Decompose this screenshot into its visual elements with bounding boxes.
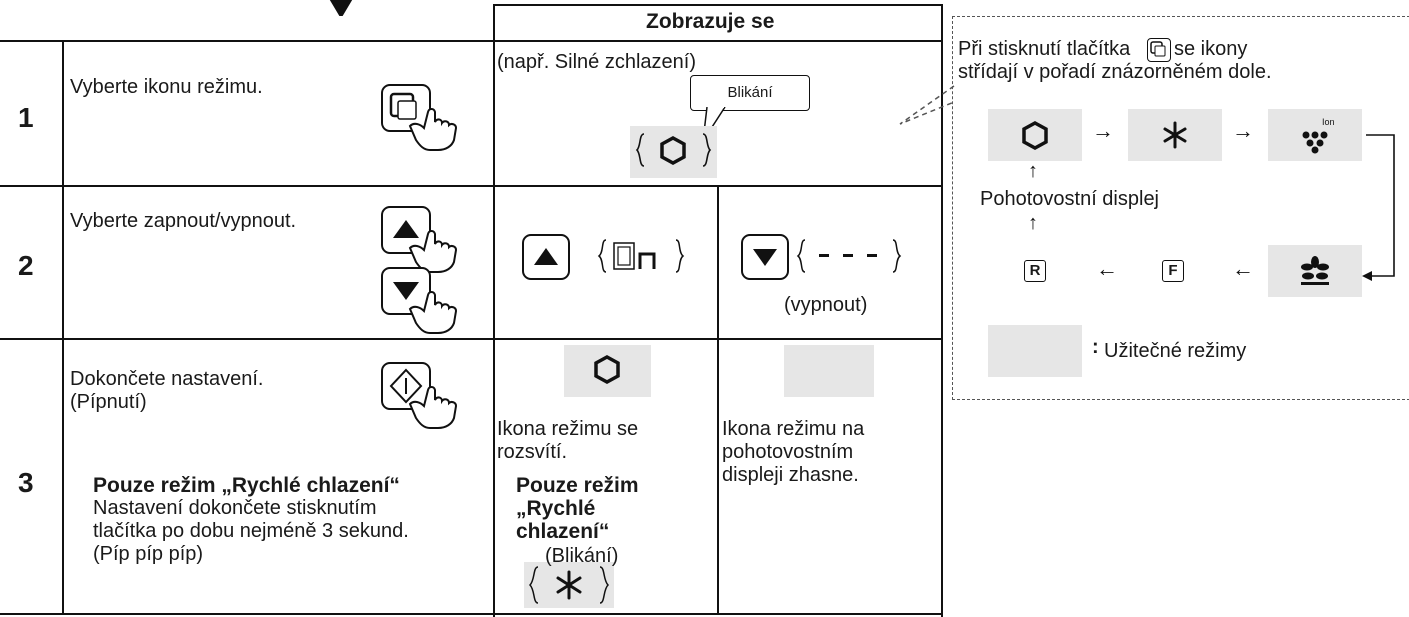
up-button[interactable] xyxy=(381,206,431,254)
step-number-3: 3 xyxy=(18,467,34,498)
f-mode-icon: F xyxy=(1162,260,1184,282)
quick-display-1: Pouze režim xyxy=(516,474,639,497)
callout-text-1a: Při stisknutí tlačítka xyxy=(958,38,1131,60)
quick-display-2: „Rychlé xyxy=(516,497,596,520)
blink-bubble: Blikání xyxy=(690,75,810,111)
callout-text-2: střídají v pořadí znázorněném dole. xyxy=(958,61,1272,83)
cycle-connector xyxy=(1362,134,1395,281)
snowflake-blink-icon xyxy=(528,566,610,604)
legend-swatch xyxy=(988,325,1082,377)
down-triangle-icon xyxy=(753,249,777,266)
step-1-example: (např. Silné zchlazení) xyxy=(497,51,696,73)
right-arrow-icon: → xyxy=(1232,118,1254,143)
mode-cycle-callout xyxy=(952,16,1409,400)
instruction-table xyxy=(0,4,943,617)
off-display xyxy=(795,236,905,276)
r-mode-icon: R xyxy=(1024,260,1046,282)
strong-cooling-display xyxy=(630,126,717,178)
hand-pointer-icon xyxy=(408,230,458,273)
left-arrow-icon: ← xyxy=(1232,256,1254,281)
off-text-1: Ikona režimu na xyxy=(722,418,865,440)
up-arrow-icon: ↑ xyxy=(1028,212,1038,234)
quick-cooling-text-2: tlačítka po dobu nejméně 3 sekund. xyxy=(93,520,409,542)
title-fragment xyxy=(329,0,353,16)
mode-ion: Ion xyxy=(1268,109,1362,161)
mode-plant xyxy=(1268,245,1362,297)
hexagon-icon xyxy=(594,355,620,384)
hand-pointer-icon xyxy=(408,386,458,429)
mode-button-icon xyxy=(1147,38,1171,62)
hexagon-blink-icon xyxy=(635,133,712,167)
off-text-3: displeji zhasne. xyxy=(722,464,859,486)
step-1-instruction: Vyberte ikonu režimu. xyxy=(70,76,263,98)
confirm-button[interactable] xyxy=(381,362,431,410)
hand-pointer-icon xyxy=(408,291,458,334)
standby-label: Pohotovostní displej xyxy=(980,188,1160,210)
step-3-instruction: Dokončete nastavení. xyxy=(70,368,264,390)
shows-header: Zobrazuje se xyxy=(646,10,775,33)
up-button-display xyxy=(522,234,570,280)
mode-quick-cooling xyxy=(1128,109,1222,161)
hand-pointer-icon xyxy=(408,108,458,151)
up-triangle-icon xyxy=(393,220,419,238)
callout-text-1b: se ikony xyxy=(1174,38,1248,60)
step-2-instruction: Vyberte zapnout/vypnout. xyxy=(70,210,297,232)
hexagon-icon xyxy=(1022,121,1048,150)
legend-colon: : xyxy=(1092,336,1099,358)
down-triangle-icon xyxy=(393,282,419,300)
step-3-beep: (Pípnutí) xyxy=(70,391,147,413)
up-triangle-icon xyxy=(534,248,558,265)
off-label: (vypnout) xyxy=(784,294,868,316)
quick-display-4: (Blikání) xyxy=(545,545,619,567)
quick-cooling-title: Pouze režim „Rychlé chlazení“ xyxy=(93,474,400,497)
lit-text-2: rozsvítí. xyxy=(497,441,568,463)
quick-cooling-text-1: Nastavení dokončete stisknutím xyxy=(93,497,377,519)
down-button[interactable] xyxy=(381,267,431,315)
down-button-display xyxy=(741,234,789,280)
step-number-1: 1 xyxy=(18,102,34,133)
right-arrow-icon: → xyxy=(1092,118,1114,143)
standby-empty-display xyxy=(784,345,874,397)
snowflake-icon xyxy=(1163,121,1187,149)
off-text-2: pohotovostním xyxy=(722,441,854,463)
mode-icon xyxy=(1150,41,1166,57)
ion-grapes-icon: Ion xyxy=(1302,117,1335,154)
snowflake-blink-display xyxy=(524,562,614,608)
mode-strong-cooling xyxy=(988,109,1082,161)
step-number-2: 2 xyxy=(18,250,34,281)
legend-label: Užitečné režimy xyxy=(1104,340,1247,362)
mode-icon xyxy=(389,92,417,120)
diamond-confirm-icon xyxy=(389,368,423,404)
quick-cooling-text-3: (Píp píp píp) xyxy=(93,543,204,565)
mode-button[interactable] xyxy=(381,84,431,132)
up-arrow-icon: ↑ xyxy=(1028,160,1038,182)
ion-label: Ion xyxy=(1322,117,1335,127)
lit-text-1: Ikona režimu se xyxy=(497,418,639,440)
lit-mode-display xyxy=(564,345,651,397)
dashes-lcd-icon xyxy=(796,239,902,273)
plant-leaves-icon xyxy=(1301,256,1329,285)
quick-display-3: chlazení“ xyxy=(516,520,610,543)
on-lcd-icon xyxy=(597,239,685,273)
on-display xyxy=(596,236,686,276)
callout-pointer xyxy=(899,85,955,125)
left-arrow-icon: ← xyxy=(1096,256,1118,281)
